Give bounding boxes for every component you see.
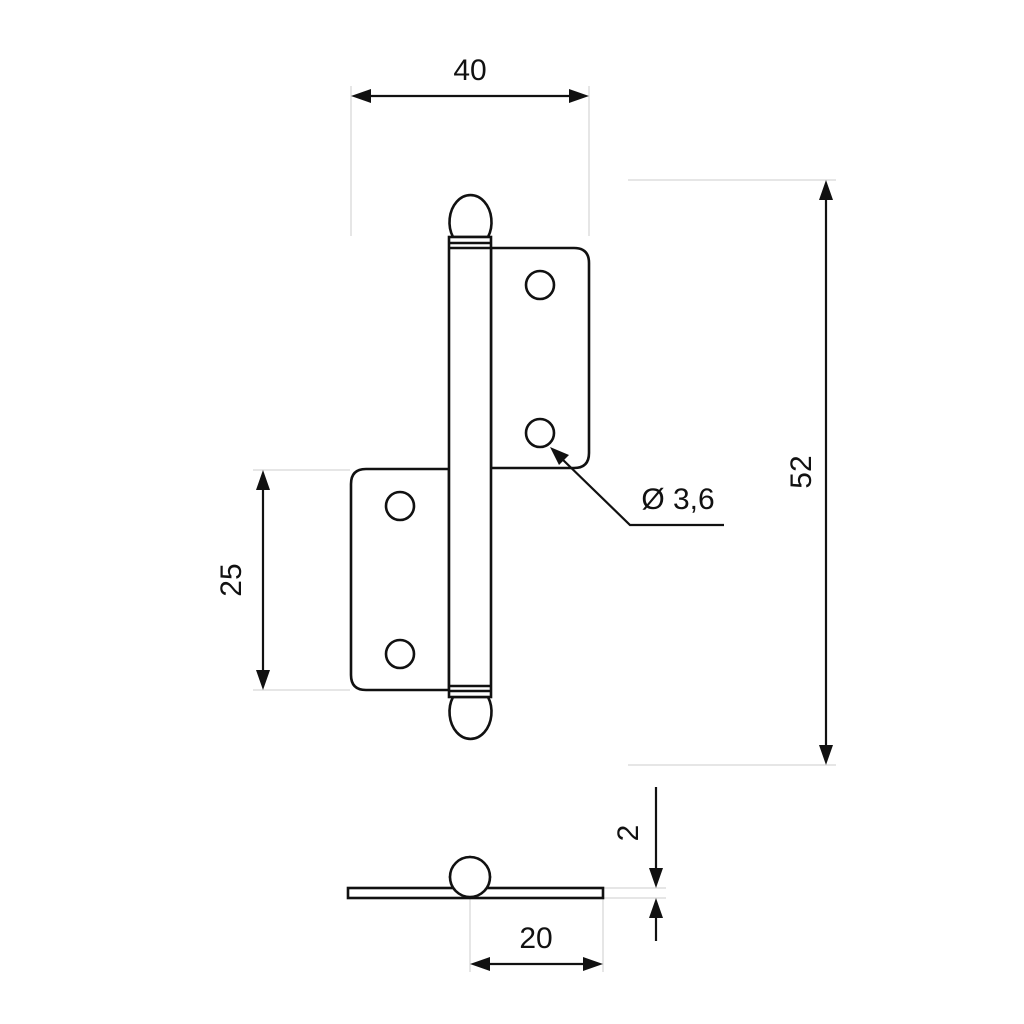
dimension-label: Ø 3,6 xyxy=(641,483,714,516)
extension-lines xyxy=(253,86,836,972)
lower-leaf xyxy=(349,467,451,692)
dimension-label: 20 xyxy=(519,922,552,955)
dimension-hole-diameter: Ø 3,6 xyxy=(550,447,724,527)
side-profile-pin xyxy=(448,855,492,899)
bottom-finial xyxy=(448,695,493,741)
hinge-pin xyxy=(447,235,493,699)
screw-hole xyxy=(524,417,556,449)
dimension-label: 52 xyxy=(785,455,818,488)
pin-bands xyxy=(449,241,491,693)
dimension-thickness: 2 xyxy=(612,787,663,941)
dimension-width: 40 xyxy=(351,54,589,103)
upper-leaf xyxy=(489,246,591,470)
dimension-leaf-height: 25 xyxy=(215,470,270,690)
dimension-height: 52 xyxy=(785,180,833,765)
screw-hole xyxy=(384,638,416,670)
dimension-leaf-depth: 20 xyxy=(470,922,603,971)
dimension-label: 25 xyxy=(215,563,248,596)
top-finial xyxy=(448,193,493,239)
screw-hole xyxy=(524,269,556,301)
dimension-label: 2 xyxy=(612,825,645,842)
screw-hole xyxy=(384,490,416,522)
dimension-label: 40 xyxy=(453,54,486,87)
